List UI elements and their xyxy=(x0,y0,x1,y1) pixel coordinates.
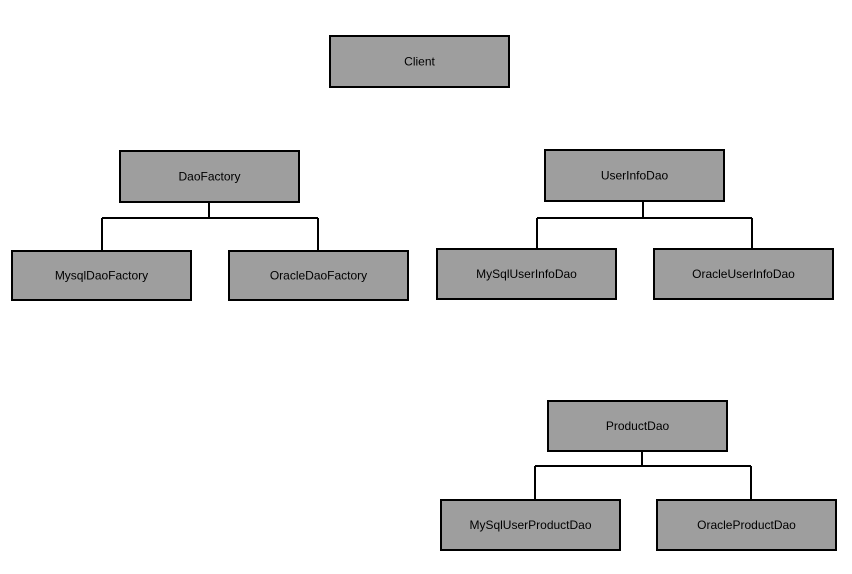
product-dao-box: ProductDao xyxy=(547,400,728,452)
mysql-dao-factory-label: MysqlDaoFactory xyxy=(55,269,148,283)
product-dao-label: ProductDao xyxy=(606,419,670,433)
user-info-dao-box: UserInfoDao xyxy=(544,149,725,202)
oracle-product-dao-label: OracleProductDao xyxy=(697,518,796,532)
oracle-dao-factory-label: OracleDaoFactory xyxy=(270,269,367,283)
client-label: Client xyxy=(404,55,435,69)
dao-factory-label: DaoFactory xyxy=(178,170,240,184)
oracle-user-info-dao-label: OracleUserInfoDao xyxy=(692,267,795,281)
user-info-dao-label: UserInfoDao xyxy=(601,169,669,183)
dao-factory-connector xyxy=(101,202,319,251)
user-info-dao-connector xyxy=(536,201,753,249)
mysql-user-info-dao-box: MySqlUserInfoDao xyxy=(436,248,617,300)
oracle-product-dao-box: OracleProductDao xyxy=(656,499,837,551)
dao-factory-box: DaoFactory xyxy=(119,150,300,203)
oracle-user-info-dao-box: OracleUserInfoDao xyxy=(653,248,834,300)
client-box: Client xyxy=(329,35,510,88)
mysql-dao-factory-box: MysqlDaoFactory xyxy=(11,250,192,301)
mysql-user-info-dao-label: MySqlUserInfoDao xyxy=(476,267,577,281)
mysql-user-product-dao-box: MySqlUserProductDao xyxy=(440,499,621,551)
oracle-dao-factory-box: OracleDaoFactory xyxy=(228,250,409,301)
mysql-user-product-dao-label: MySqlUserProductDao xyxy=(469,518,591,532)
product-dao-connector xyxy=(534,451,752,500)
